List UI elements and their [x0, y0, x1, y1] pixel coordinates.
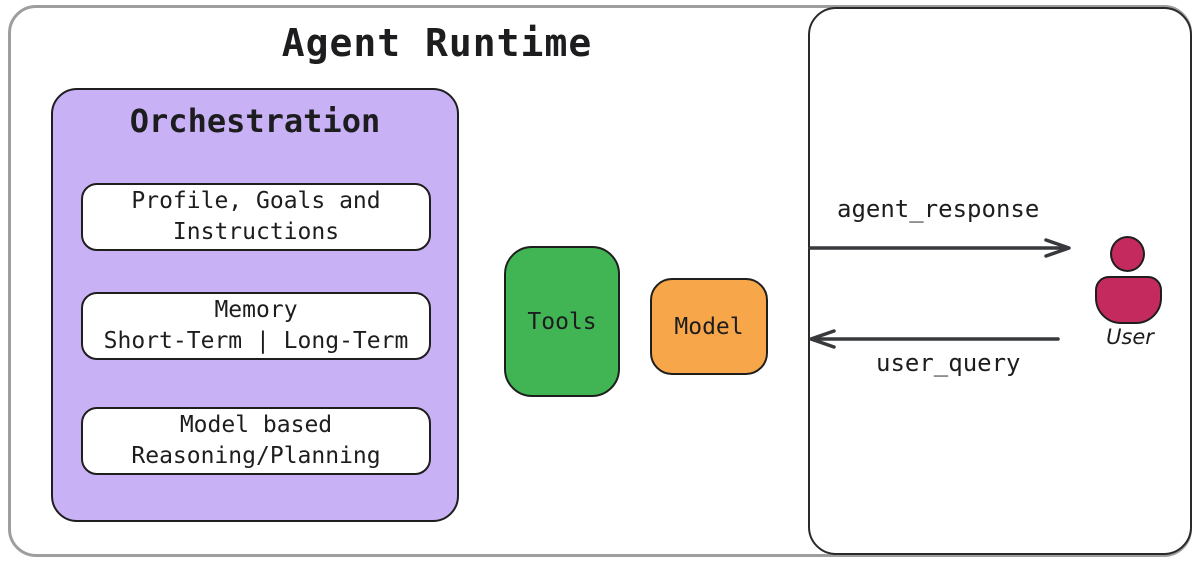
- reasoning-line1: Model based: [179, 412, 333, 438]
- reasoning-planning-box: Model based Reasoning/Planning: [81, 407, 431, 475]
- tools-label: Tools: [527, 308, 597, 335]
- profile-goals-line2: Instructions: [172, 219, 340, 245]
- memory-line2: Short-Term | Long-Term: [103, 328, 409, 354]
- page-title: Agent Runtime: [281, 21, 593, 65]
- user-query-label: user_query: [876, 349, 1021, 377]
- user-icon: [1093, 235, 1165, 325]
- tools-box: Tools: [504, 246, 620, 397]
- user-label: User: [1106, 325, 1154, 349]
- memory-line1: Memory: [214, 297, 298, 323]
- user-body-icon: [1095, 276, 1162, 324]
- profile-goals-instructions-box: Profile, Goals and Instructions: [81, 183, 431, 251]
- reasoning-line2: Reasoning/Planning: [131, 443, 381, 469]
- model-box: Model: [650, 278, 768, 375]
- user-head-icon: [1110, 236, 1145, 272]
- agent-response-label: agent_response: [837, 195, 1040, 223]
- orchestration-box: Orchestration Profile, Goals and Instruc…: [51, 88, 459, 522]
- profile-goals-line1: Profile, Goals and: [131, 188, 381, 214]
- orchestration-title: Orchestration: [129, 102, 381, 140]
- memory-box: Memory Short-Term | Long-Term: [81, 292, 431, 360]
- model-label: Model: [674, 313, 744, 340]
